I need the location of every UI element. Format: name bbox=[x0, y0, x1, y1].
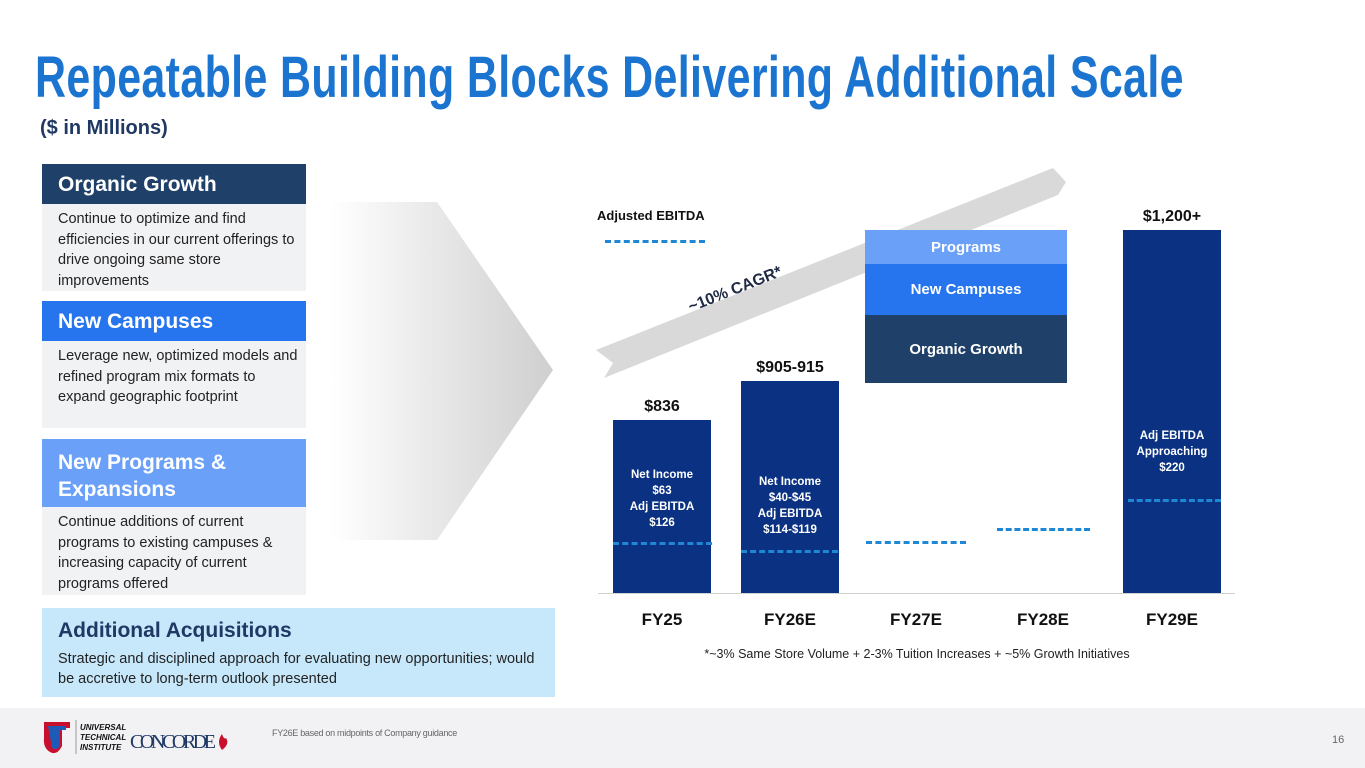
page-number: 16 bbox=[1332, 734, 1345, 746]
new-campuses-heading: New Campuses bbox=[42, 301, 306, 341]
footer: UNIVERSAL TECHNICAL INSTITUTE CONCORDE F… bbox=[0, 708, 1365, 768]
category-label-FY27E: FY27E bbox=[890, 610, 942, 629]
acquisitions-text: Strategic and disciplined approach for e… bbox=[58, 651, 535, 687]
page-subtitle: ($ in Millions) bbox=[40, 117, 168, 139]
stack-organic-growth: Organic Growth bbox=[865, 315, 1067, 383]
chevron-arrow-icon bbox=[330, 202, 553, 540]
svg-text:CONCORDE: CONCORDE bbox=[130, 731, 216, 753]
svg-text:UNIVERSAL: UNIVERSAL bbox=[80, 723, 126, 732]
cagr-arrow-band bbox=[596, 168, 1066, 378]
stack-programs: Programs bbox=[865, 230, 1067, 264]
bar-FY25 bbox=[613, 420, 711, 593]
in-bar-label-FY25: Net Income $63 Adj EBITDA $126 bbox=[629, 469, 695, 529]
category-label-FY29E: FY29E bbox=[1146, 610, 1198, 629]
in-bar-label-FY29E: Adj EBITDA Approaching $220 bbox=[1136, 430, 1208, 474]
organic-growth-heading: Organic Growth bbox=[42, 164, 306, 204]
organic-growth-text: Continue to optimize and find efficienci… bbox=[42, 204, 306, 291]
legend-dash bbox=[605, 240, 705, 243]
ebitda-dash-FY28E bbox=[997, 528, 1090, 531]
in-bar-label-FY26E: Net Income $40-$45 Adj EBITDA $114-$119 bbox=[757, 476, 823, 536]
chart-footnote: *~3% Same Store Volume + 2-3% Tuition In… bbox=[704, 647, 1130, 661]
new-programs-heading: New Programs & Expansions bbox=[42, 439, 306, 507]
category-label-FY25: FY25 bbox=[641, 610, 683, 629]
bar-FY29E bbox=[1123, 230, 1221, 593]
new-programs-text: Continue additions of current programs t… bbox=[42, 507, 306, 595]
acquisitions-heading: Additional Acquisitions bbox=[58, 619, 292, 642]
svg-text:INSTITUTE: INSTITUTE bbox=[80, 743, 122, 752]
new-campuses-text: Leverage new, optimized models and refin… bbox=[42, 341, 306, 428]
footer-note: FY26E based on midpoints of Company guid… bbox=[272, 728, 457, 738]
legend-label: Adjusted EBITDA bbox=[597, 208, 705, 223]
acquisitions-box: Additional Acquisitions Strategic and di… bbox=[42, 608, 555, 697]
category-label-FY28E: FY28E bbox=[1017, 610, 1069, 629]
ebitda-dash-FY29E bbox=[1128, 499, 1221, 502]
value-label-FY25: $836 bbox=[644, 398, 680, 416]
page-title: Repeatable Building Blocks Delivering Ad… bbox=[35, 45, 1184, 110]
ebitda-dash-FY27E bbox=[866, 541, 966, 544]
svg-text:TECHNICAL: TECHNICAL bbox=[80, 733, 126, 742]
value-label-FY26E: $905-915 bbox=[756, 359, 824, 377]
ebitda-dash-FY26E bbox=[741, 550, 838, 553]
value-label-FY29E: $1,200+ bbox=[1142, 208, 1202, 225]
company-logos: UNIVERSAL TECHNICAL INSTITUTE CONCORDE bbox=[43, 720, 228, 754]
category-label-FY26E: FY26E bbox=[764, 610, 816, 629]
ebitda-dash-FY25 bbox=[613, 542, 712, 545]
stack-new-campuses: New Campuses bbox=[865, 264, 1067, 315]
bar-FY26E bbox=[741, 381, 839, 593]
